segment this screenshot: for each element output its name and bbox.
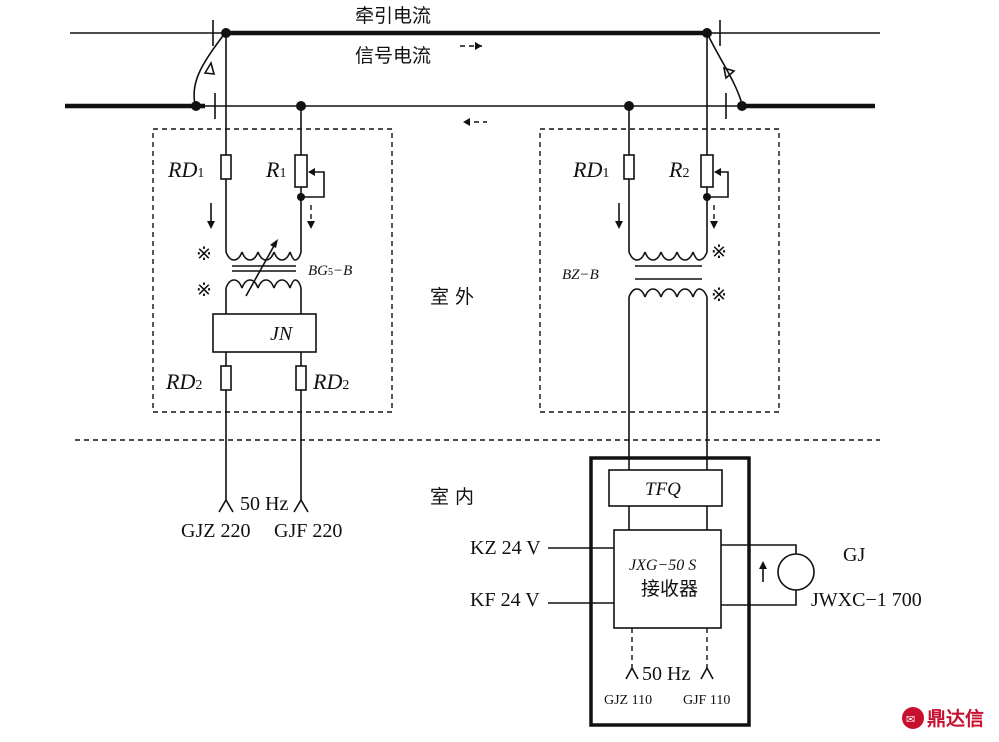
bzb-secondary-coil	[628, 288, 708, 298]
r1-resistor	[294, 154, 308, 188]
left-bypass-curve	[193, 32, 226, 105]
right-outdoor-box	[539, 128, 780, 413]
jn-box	[212, 313, 317, 353]
indoor-label: 室 内	[430, 486, 474, 508]
bg5b-label: BG5−B	[308, 263, 352, 279]
kz24-label: KZ 24 V	[470, 537, 541, 559]
rd1-right-label: RD1	[572, 157, 609, 182]
rd2-left-label: RD2	[165, 369, 202, 394]
logo-text: 鼎达信	[927, 707, 984, 730]
rd2-right-label: RD2	[312, 369, 349, 394]
hz-left-label: 50 Hz	[240, 493, 288, 515]
indoor-equipment-box	[589, 456, 751, 727]
gjz220-terminal	[218, 498, 234, 513]
left-outdoor-box	[152, 128, 393, 413]
r2-label: R2	[668, 157, 689, 182]
svg-text:✉: ✉	[906, 713, 915, 726]
bzb-primary-coil	[628, 251, 708, 261]
tfq-box	[608, 469, 723, 507]
tfq-label: TFQ	[645, 479, 681, 500]
rd1-left-fuse	[220, 154, 232, 180]
current-arrow-down	[207, 221, 215, 229]
relay-current-arrow	[759, 561, 767, 569]
gjz110-terminal	[625, 666, 639, 680]
upper-rail	[70, 20, 880, 46]
rd1-left-label: RD1	[167, 157, 204, 182]
left-bypass-arrow	[203, 60, 216, 75]
gjz220-label: GJZ 220	[181, 520, 250, 542]
rd1-right-fuse	[623, 154, 635, 180]
bg5b-secondary-coil	[225, 279, 302, 289]
traction-current-label: 牵引电流	[355, 5, 431, 27]
current-arrow-down-dashed	[307, 221, 315, 229]
jxg-label: JXG−50 S	[629, 557, 696, 574]
r1-label: R1	[265, 157, 286, 182]
r2-resistor	[700, 154, 714, 188]
junction-dot	[191, 101, 201, 111]
outdoor-label: 室 外	[430, 286, 474, 308]
jn-label: JN	[270, 323, 294, 345]
ref-mark: ※	[196, 243, 212, 265]
gj-label: GJ	[843, 544, 865, 566]
signal-current-label: 信号电流	[355, 45, 431, 67]
kf24-label: KF 24 V	[470, 589, 540, 611]
bzb-label: BZ−B	[562, 267, 599, 283]
ref-mark: ※	[196, 279, 212, 301]
hz-right-label: 50 Hz	[642, 663, 690, 685]
jwxc-label: JWXC−1 700	[811, 589, 922, 611]
right-bypass-arrow	[722, 66, 736, 80]
gjf110-label: GJF 110	[683, 693, 730, 708]
lower-rail	[65, 93, 875, 119]
rd2-left-fuse	[220, 365, 232, 391]
receiver-box	[613, 529, 722, 629]
gjf220-label: GJF 220	[274, 520, 342, 542]
receiver-label: 接收器	[641, 578, 698, 600]
rd2-right-fuse	[295, 365, 307, 391]
ref-mark: ※	[711, 284, 727, 306]
variable-arrow	[245, 243, 276, 297]
gjz110-label: GJZ 110	[604, 693, 652, 708]
junction-dot	[737, 101, 747, 111]
logo-watermark: ✉ 鼎达信	[902, 707, 984, 730]
gjf220-terminal	[293, 498, 309, 513]
ref-mark: ※	[711, 241, 727, 263]
gj-relay	[777, 553, 815, 591]
bg5b-primary-coil	[225, 251, 302, 261]
gjf110-terminal	[700, 666, 714, 680]
